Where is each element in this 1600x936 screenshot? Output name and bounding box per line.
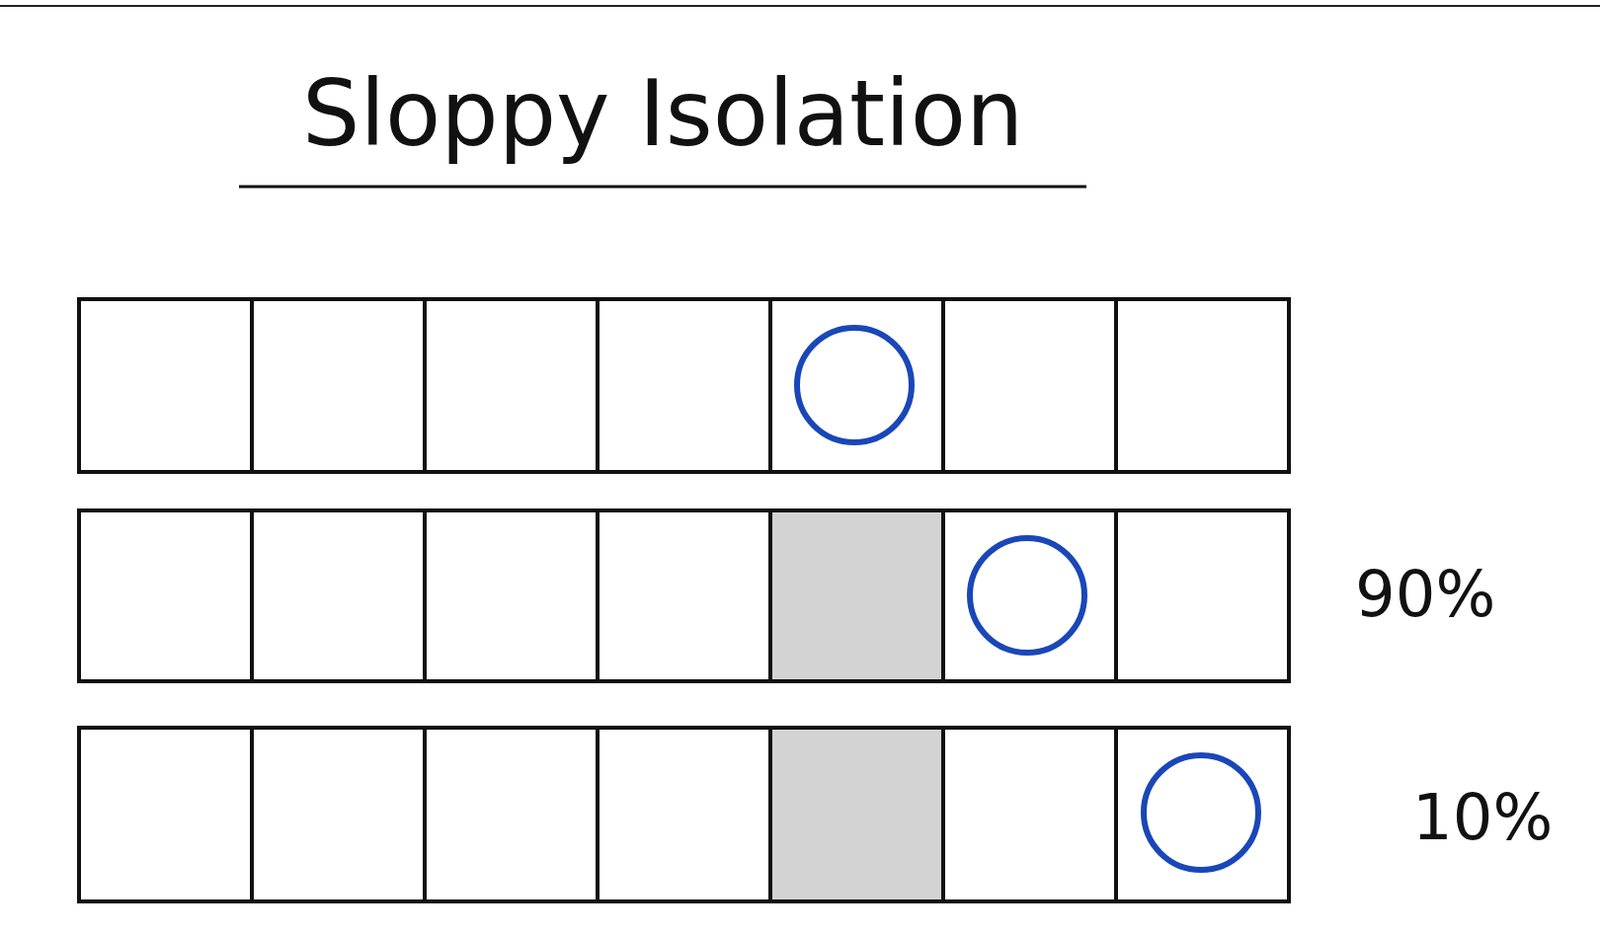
grid-cell <box>251 727 425 902</box>
grid-cell <box>424 727 598 902</box>
shaded-cell <box>770 510 944 682</box>
grid-cell <box>79 727 252 902</box>
title-underline <box>239 185 1087 189</box>
grid-cell <box>424 299 598 473</box>
item-circle <box>797 327 912 443</box>
grid-cell <box>943 299 1117 473</box>
item-circle <box>1143 755 1259 871</box>
percentage-label: 10% <box>1412 786 1553 850</box>
diagram-title: Sloppy Isolation <box>302 69 1024 160</box>
grid-cell <box>1116 727 1289 902</box>
grid-cell <box>1116 510 1289 682</box>
top-rule <box>0 4 1600 7</box>
grid-cell <box>597 727 771 902</box>
grid-cell <box>79 299 252 473</box>
grid-cell <box>770 299 944 473</box>
grid-cell <box>597 510 771 682</box>
grid-cell <box>251 510 425 682</box>
grid-cell <box>943 727 1117 902</box>
grid-cell <box>79 510 252 682</box>
cell-rows <box>79 299 1289 902</box>
item-circle <box>969 538 1085 653</box>
grid-cell <box>251 299 425 473</box>
shaded-cell <box>770 727 944 902</box>
grid-cell <box>943 510 1117 682</box>
grid-cell <box>770 510 944 682</box>
grid-cell <box>1116 299 1289 473</box>
grid-cell <box>597 299 771 473</box>
grid-cell <box>424 510 598 682</box>
grid-cell <box>770 727 944 902</box>
percentage-label: 90% <box>1355 562 1496 627</box>
